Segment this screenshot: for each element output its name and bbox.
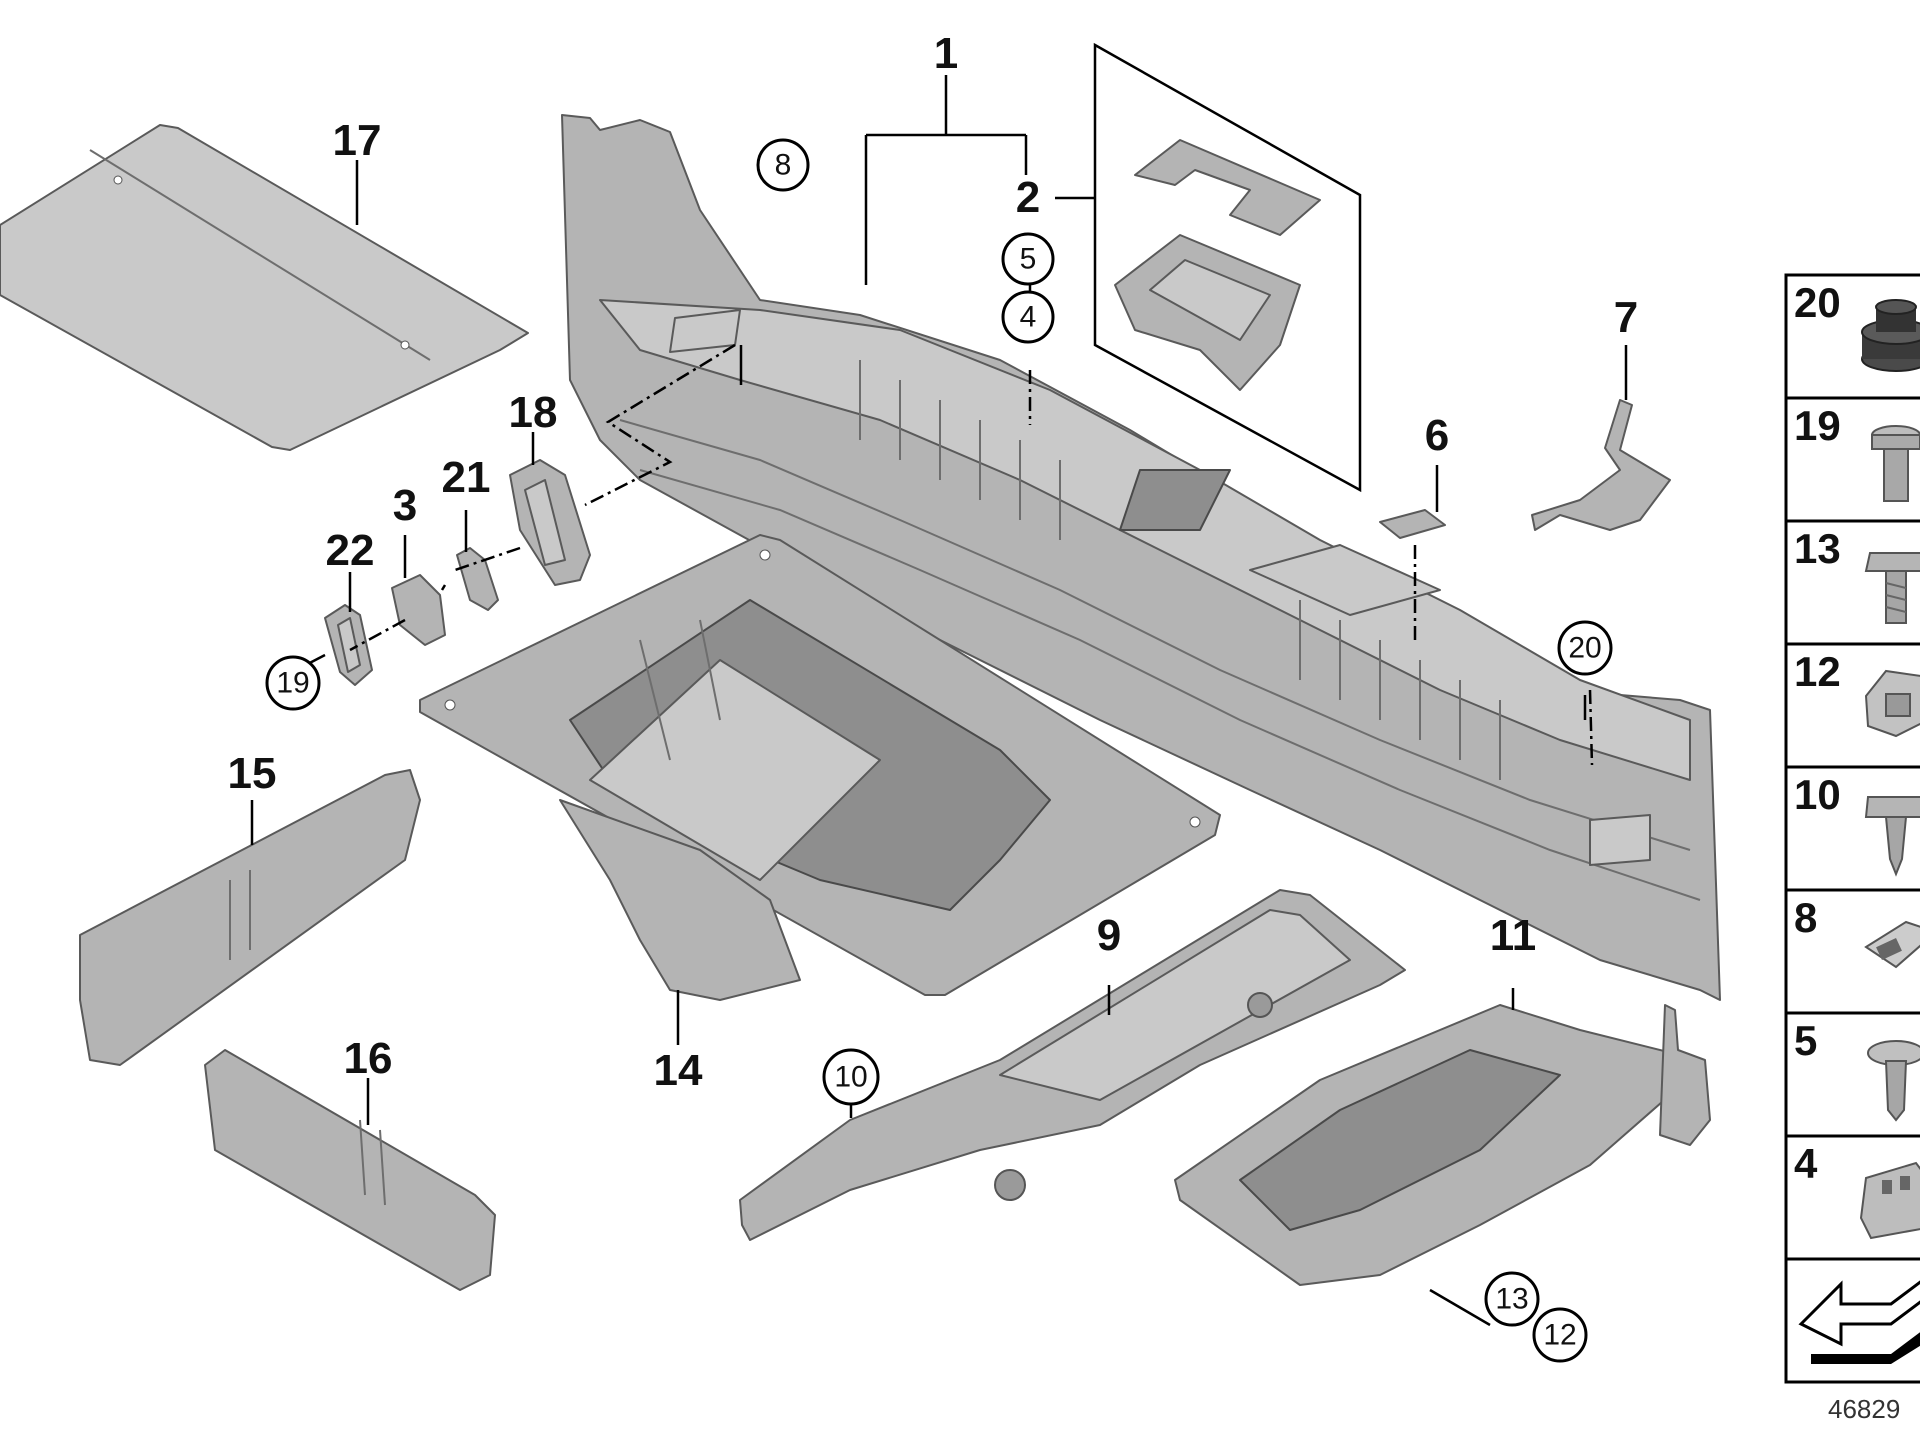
label-14: 14: [654, 1046, 703, 1095]
circled-label-4: 4: [1001, 290, 1055, 344]
legend-frame: [1784, 273, 1920, 1384]
circled-label-10: 10: [822, 1048, 880, 1106]
part-2-cover-flap[interactable]: [1134, 139, 1321, 236]
hex-screw-icon: [1864, 552, 1920, 624]
label-1: 1: [934, 29, 958, 78]
svg-text:10: 10: [834, 1061, 867, 1094]
legend-label: 5: [1794, 1017, 1817, 1064]
label-17: 17: [333, 116, 382, 165]
part-18-trim-ring[interactable]: [509, 459, 591, 586]
legend-row-8[interactable]: 8: [1794, 894, 1920, 969]
legend-label: 19: [1794, 402, 1841, 449]
circled-labels: 8 5 4 20 19 10 13 12: [265, 138, 1613, 1363]
svg-text:13: 13: [1495, 1283, 1528, 1316]
part-2-button-frame[interactable]: [1114, 234, 1301, 391]
circled-label-20: 20: [1557, 620, 1613, 676]
legend-row-19[interactable]: 19: [1794, 402, 1920, 502]
part-22-ring[interactable]: [324, 604, 373, 686]
part-11-tool-tray[interactable]: [1174, 1004, 1711, 1286]
rubber-buffer-icon: [1861, 299, 1920, 372]
circled-label-13: 13: [1484, 1271, 1540, 1327]
oval-head-screw-icon: [1867, 1040, 1920, 1122]
svg-text:19: 19: [276, 667, 309, 700]
legend-row-13[interactable]: 13: [1794, 525, 1920, 624]
part-6-small-cover[interactable]: [1379, 509, 1446, 539]
part-17-floor-panel[interactable]: [0, 124, 529, 451]
part-labels: 1 2 3 6 7 9 11 14 15 16 17 18 21 22: [228, 29, 1639, 1095]
label-21: 21: [442, 453, 491, 502]
part-9-floor-rail[interactable]: [739, 889, 1406, 1241]
part-2-inset-frame: [1093, 42, 1362, 493]
label-18: 18: [509, 388, 558, 437]
svg-text:12: 12: [1543, 1319, 1576, 1352]
circled-label-12: 12: [1532, 1307, 1588, 1363]
label-9: 9: [1097, 911, 1121, 960]
legend-label: 8: [1794, 894, 1817, 941]
circled-label-5: 5: [1001, 232, 1055, 286]
legend-row-20[interactable]: 20: [1794, 279, 1920, 372]
svg-text:5: 5: [1020, 243, 1037, 276]
label-16: 16: [344, 1034, 393, 1083]
legend-label: 4: [1794, 1140, 1818, 1187]
clip-nut-icon: [1864, 669, 1920, 738]
button-cover-icon: [1864, 920, 1920, 969]
label-2: 2: [1016, 173, 1040, 222]
circled-label-8: 8: [756, 138, 810, 192]
expanding-nut-icon: [1859, 1161, 1920, 1240]
svg-text:4: 4: [1020, 301, 1037, 334]
label-3: 3: [393, 481, 417, 530]
circled-label-19: 19: [265, 655, 321, 711]
label-15: 15: [228, 749, 277, 798]
legend-row-12[interactable]: 12: [1794, 648, 1920, 738]
expanding-rivet-icon: [1871, 425, 1920, 502]
legend-label: 10: [1794, 771, 1841, 818]
part-3-clip[interactable]: [391, 574, 446, 646]
part-21-small-ring[interactable]: [456, 547, 499, 611]
label-6: 6: [1425, 411, 1449, 460]
fastener-legend: 20 19 13 12 10 8 5: [1784, 273, 1920, 1384]
legend-label: 12: [1794, 648, 1841, 695]
part-16-board[interactable]: [204, 1049, 496, 1291]
legend-row-4[interactable]: 4: [1794, 1140, 1920, 1240]
reference-number: 46829: [1828, 1394, 1900, 1424]
part-1-sill-trim[interactable]: [561, 114, 1721, 1001]
part-14-storage-tub[interactable]: [419, 534, 1221, 1001]
direction-arrow-icon: [1798, 1280, 1920, 1364]
part-15-board[interactable]: [79, 769, 421, 1066]
legend-label: 13: [1794, 525, 1841, 572]
label-22: 22: [326, 526, 375, 575]
part-7-bracket[interactable]: [1531, 399, 1671, 531]
legend-label: 20: [1794, 279, 1841, 326]
label-7: 7: [1614, 293, 1638, 342]
self-tapping-screw-icon: [1864, 796, 1920, 877]
leader-lines: [250, 75, 1628, 1327]
label-11: 11: [1490, 911, 1537, 960]
svg-text:20: 20: [1568, 632, 1601, 665]
legend-row-10[interactable]: 10: [1794, 771, 1920, 877]
legend-row-5[interactable]: 5: [1794, 1017, 1920, 1122]
svg-text:8: 8: [775, 149, 792, 182]
